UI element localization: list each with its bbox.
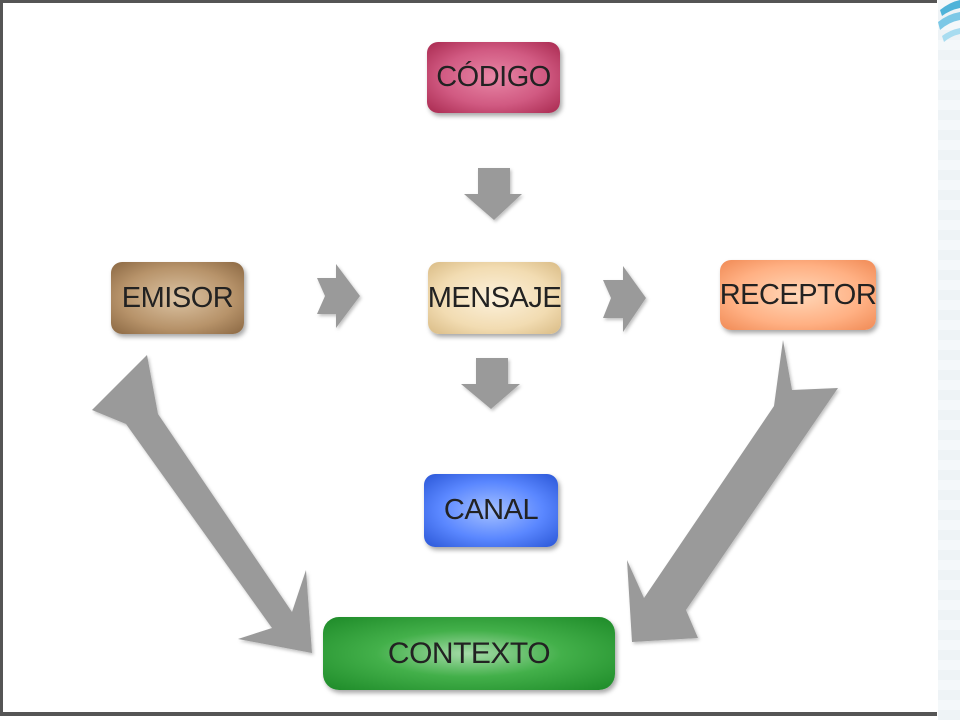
node-mensaje-label: MENSAJE [427,281,562,314]
node-mensaje: MENSAJE [427,262,562,334]
node-contexto-label: CONTEXTO [387,636,551,670]
arrow-mensaje-to-receptor [603,266,646,332]
node-emisor-label: EMISOR [121,281,234,314]
node-receptor-label: RECEPTOR [719,278,877,311]
node-canal-label: CANAL [443,494,539,526]
arrow-mensaje-to-canal [461,358,520,409]
node-codigo: CÓDIGO [427,42,560,113]
node-canal: CANAL [424,474,558,547]
node-emisor: EMISOR [111,262,244,334]
node-contexto: CONTEXTO [323,617,615,690]
arrow-receptor-to-contexto [627,340,838,642]
corner-swoosh-decoration [938,0,960,42]
node-receptor: RECEPTOR [719,260,877,330]
node-codigo-label: CÓDIGO [436,61,551,93]
arrow-codigo-to-mensaje [464,168,522,220]
side-decoration-strip [938,0,960,720]
arrow-emisor-to-mensaje [317,264,360,328]
arrow-emisor-to-contexto [92,355,312,653]
